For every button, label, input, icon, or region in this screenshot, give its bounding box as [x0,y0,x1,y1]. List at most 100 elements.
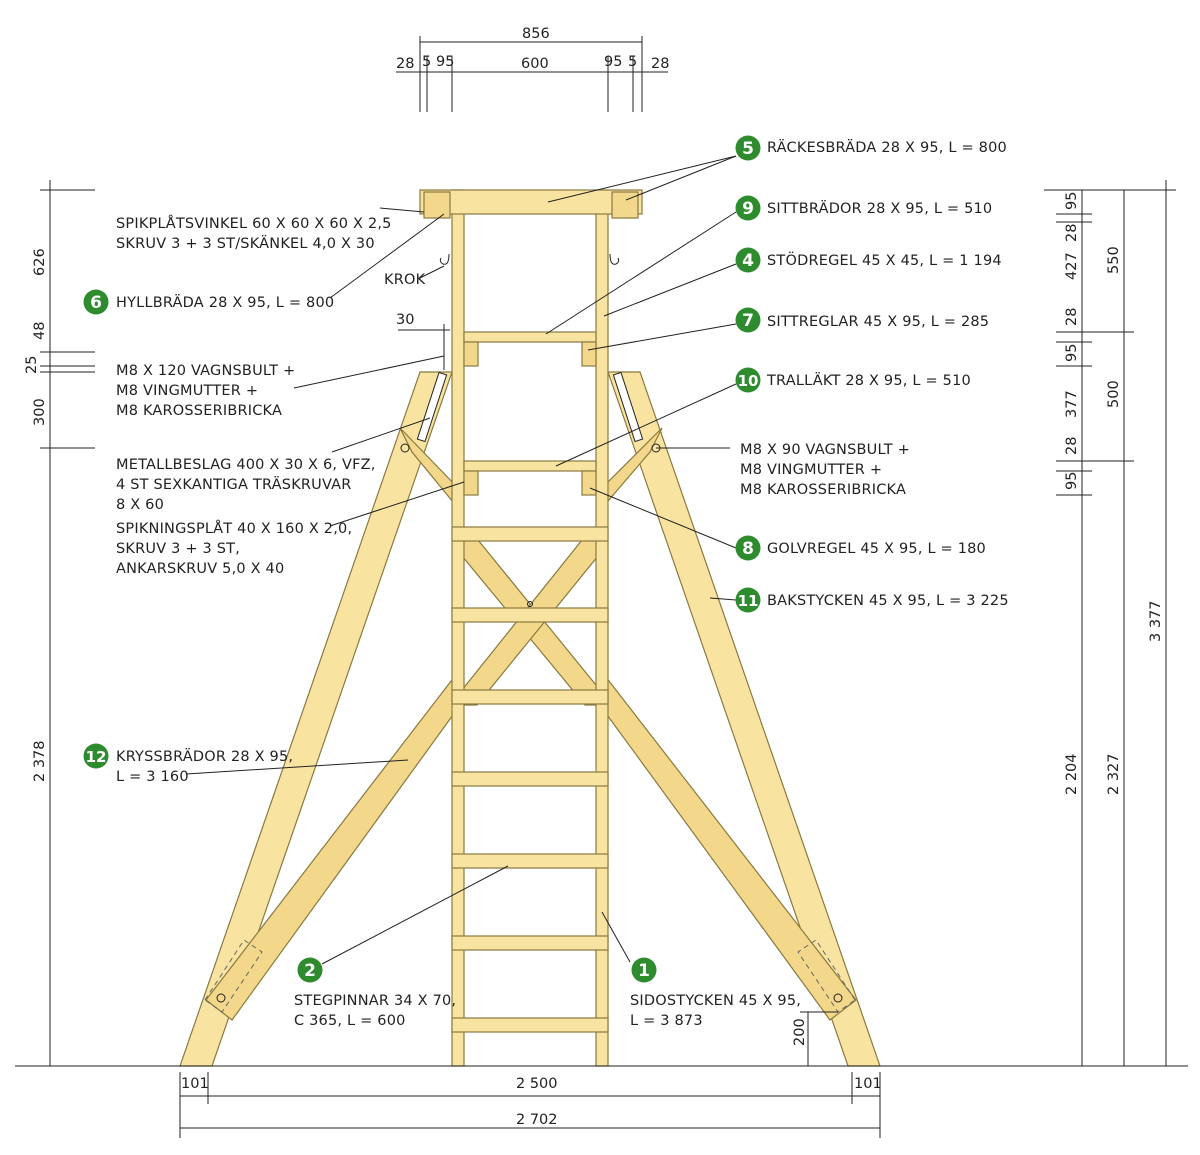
dim-r-427: 427 [1064,252,1080,280]
bolt-lower-right [833,993,843,1003]
hardware-notes: SPIKPLÅTSVINKEL 60 X 60 X 60 X 2,5 SKRUV… [116,215,910,577]
badges: 5 9 4 7 10 8 11 6 12 2 1 [83,135,761,983]
dim-2378: 2 378 [32,740,48,782]
dim-48: 48 [32,322,48,340]
bolt-lower-left [216,993,226,1003]
part-labels: RÄCKESBRÄDA 28 X 95, L = 800 SITTBRÄDOR … [116,138,1009,1029]
note-metal-fitting-3: 8 X 60 [116,497,164,513]
side-piece-right [595,189,609,1067]
svg-text:5: 5 [742,139,754,159]
badge-10: 10 [735,367,761,393]
svg-text:7: 7 [742,311,754,331]
metal-fitting-left [416,371,448,443]
dim-r-95c: 95 [1064,472,1080,490]
side-piece-left [451,189,465,1067]
dim-2702: 2 702 [516,1112,558,1128]
label-cross-boards-2: L = 3 160 [116,769,189,785]
dim-r-550: 550 [1106,246,1122,274]
label-rungs-1: STEGPINNAR 34 X 70, [294,993,456,1009]
floor-beam-left [463,470,479,496]
note-bolt90-2: M8 VINGMUTTER + [740,462,882,478]
dim-r-2204: 2 204 [1064,753,1080,795]
dim-101-right: 101 [854,1076,882,1092]
label-decking-batten: TRALLÄKT 28 X 95, L = 510 [766,371,971,389]
svg-text:4: 4 [742,251,754,271]
note-bolt120-2: M8 VINGMUTTER + [116,383,258,399]
note-bolt90-1: M8 X 90 VAGNSBULT + [740,442,910,458]
dim-25: 25 [24,356,40,374]
dim-r-377: 377 [1064,390,1080,418]
note-angle-bracket-1: SPIKPLÅTSVINKEL 60 X 60 X 60 X 2,5 [116,215,392,232]
label-side-pieces-2: L = 3 873 [630,1013,703,1029]
svg-text:8: 8 [742,539,754,559]
dim-top-28-left: 28 [396,56,414,72]
label-side-pieces-1: SIDOSTYCKEN 45 X 95, [630,993,801,1009]
label-seat-boards: SITTBRÄDOR 28 X 95, L = 510 [767,199,992,217]
badge-9: 9 [735,195,761,221]
floor-beam-right [581,470,597,496]
bolt-left [400,443,410,453]
note-angle-bracket-2: SKRUV 3 + 3 ST/SKÄNKEL 4,0 X 30 [116,234,375,252]
note-bolt120-3: M8 KAROSSERIBRICKA [116,403,282,419]
rung [451,689,609,705]
badge-7: 7 [735,307,761,333]
dim-856: 856 [522,26,550,42]
label-floor-beam: GOLVREGEL 45 X 95, L = 180 [767,541,986,557]
leader-lines [185,155,737,965]
note-nail-plate-3: ANKARSKRUV 5,0 X 40 [116,561,284,577]
badge-11: 11 [735,587,761,613]
label-shelf-board: HYLLBRÄDA 28 X 95, L = 800 [116,293,334,311]
dim-30: 30 [396,312,414,328]
structure [15,189,1188,1067]
railing-block-left [423,191,451,219]
note-metal-fitting-1: METALLBESLAG 400 X 30 X 6, VFZ, [116,457,376,473]
dim-r-28b: 28 [1064,308,1080,326]
rung [451,1017,609,1033]
label-rungs-2: C 365, L = 600 [294,1013,406,1029]
badge-1: 1 [631,957,657,983]
dim-top-95-right: 95 [604,54,622,70]
seat-beam-left [463,341,479,367]
rung [451,935,609,951]
dim-r-2327: 2 327 [1106,753,1122,795]
label-back-pieces: BAKSTYCKEN 45 X 95, L = 3 225 [767,593,1009,609]
left-dimensions: 626 48 25 300 2 378 30 [24,180,450,1067]
svg-text:12: 12 [86,748,107,766]
cross-board-left [205,670,459,1021]
seat-board [463,331,597,343]
label-support-beam: STÖDREGEL 45 X 45, L = 1 194 [767,251,1002,269]
label-seat-beams: SITTREGLAR 45 X 95, L = 285 [767,314,989,330]
top-dimensions: 856 28 5 95 600 95 5 28 [396,26,669,112]
dim-top-95-left: 95 [436,54,454,70]
dim-300: 300 [32,398,48,426]
note-nail-plate-1: SPIKNINGSPLÅT 40 X 160 X 2,0, [116,520,352,537]
dim-r-28c: 28 [1064,437,1080,455]
decking-batten [463,460,597,472]
rung [451,526,609,542]
note-hook: KROK [384,272,426,288]
dim-r-95b: 95 [1064,344,1080,362]
svg-text:6: 6 [90,293,102,313]
label-cross-boards-1: KRYSSBRÄDOR 28 X 95, [116,747,293,765]
note-nail-plate-2: SKRUV 3 + 3 ST, [116,541,240,557]
dim-2500: 2 500 [516,1076,558,1092]
nail-plate-lower-left [204,939,263,1013]
hook-right [609,253,620,265]
bottom-dimensions: 101 2 500 101 2 702 200 [179,1011,882,1138]
badge-2: 2 [297,957,323,983]
svg-text:11: 11 [738,592,759,610]
ladder-rungs [451,526,609,1033]
badge-5: 5 [735,135,761,161]
svg-text:2: 2 [304,961,316,981]
svg-text:1: 1 [638,961,650,981]
dim-200: 200 [792,1018,808,1046]
seat-beam-right [581,341,597,367]
dim-r-3377: 3 377 [1148,600,1164,642]
center-bolt [527,601,533,607]
rung [451,607,609,623]
hook-left [439,253,450,265]
metal-fitting-right [612,371,644,443]
railing-board [419,189,643,215]
label-railing-board: RÄCKESBRÄDA 28 X 95, L = 800 [767,138,1007,156]
